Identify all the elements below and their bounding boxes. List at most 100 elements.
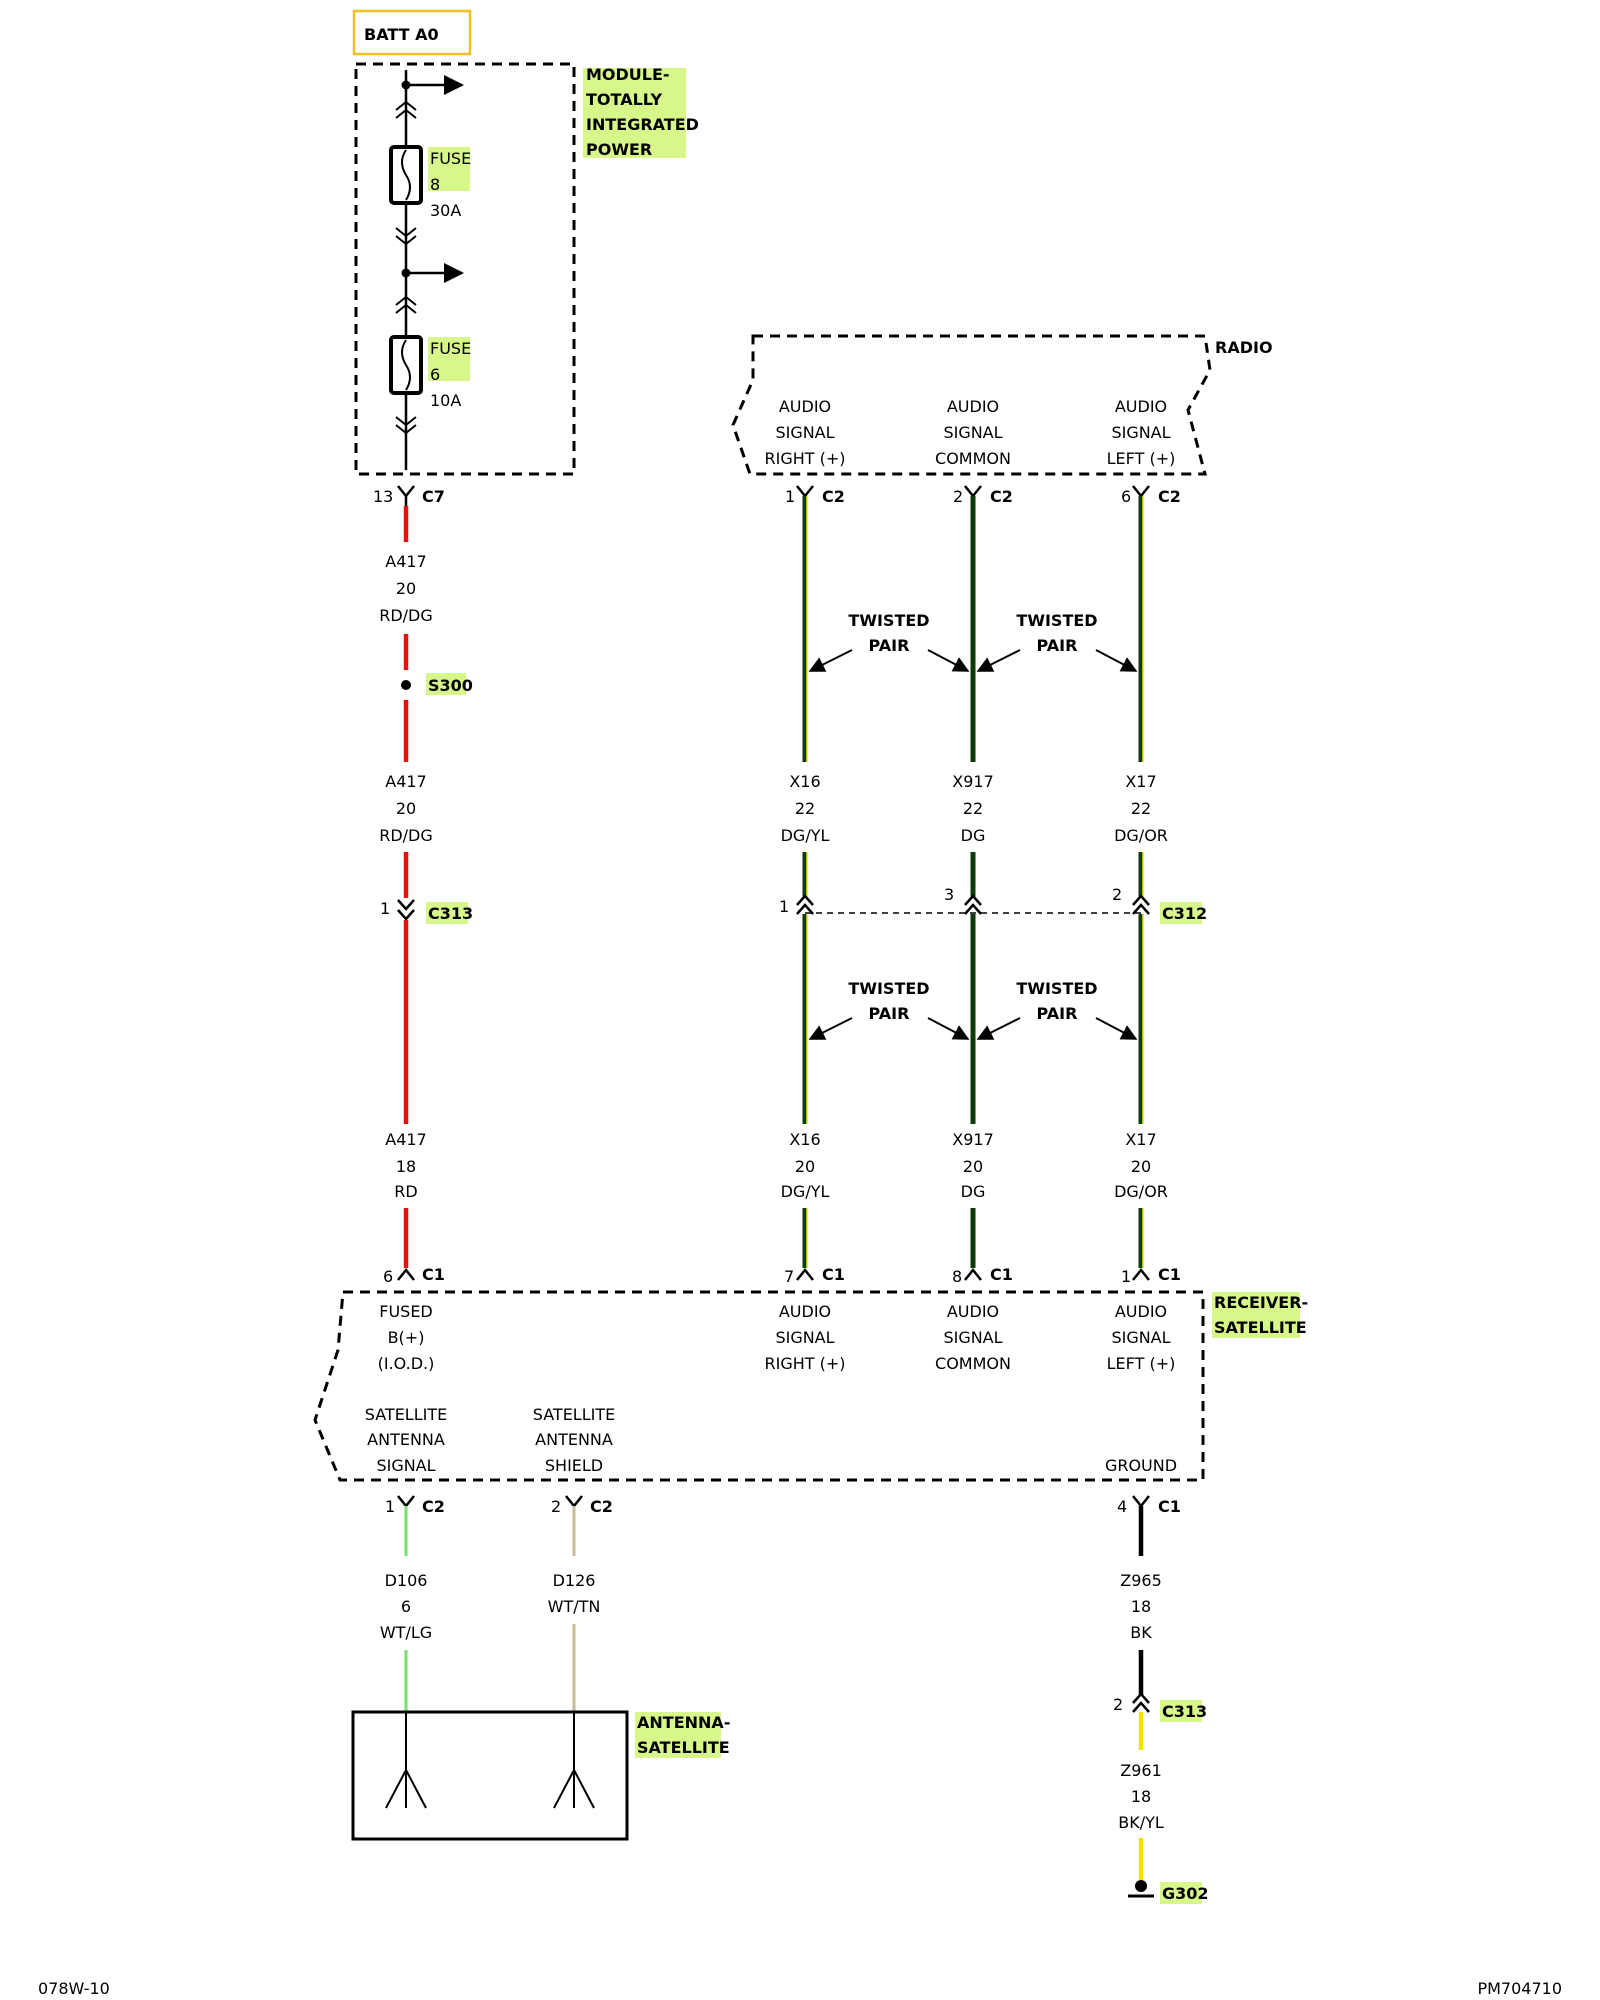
- x17-lower-circuit: X17: [1125, 1130, 1156, 1149]
- antenna-name-line2: SATELLITE: [637, 1738, 730, 1757]
- x16-upper-circuit: X16: [789, 772, 820, 791]
- twisted-pair-1b: PAIR: [869, 636, 910, 655]
- recv-c1-name2: C1: [990, 1265, 1013, 1284]
- sat-shield-l3: SHIELD: [545, 1456, 603, 1475]
- x17-lower-color: DG/OR: [1114, 1182, 1168, 1201]
- z961-color: BK/YL: [1118, 1813, 1164, 1832]
- twisted-pair-2b: PAIR: [1037, 636, 1078, 655]
- radio-pin2-line1: AUDIO: [947, 397, 999, 416]
- recv-audio-right-l3: RIGHT (+): [764, 1354, 845, 1373]
- a417-seg2-gauge: 20: [396, 799, 416, 818]
- a417-seg3-color: RD: [394, 1182, 417, 1201]
- recv-c1-pin7: 7: [784, 1267, 794, 1286]
- radio-c2-pin1: 1: [785, 487, 795, 506]
- z965-gauge: 18: [1131, 1597, 1151, 1616]
- c7-name: C7: [422, 487, 445, 506]
- c7-pin: 13: [373, 487, 393, 506]
- c312-pin2: 2: [1112, 885, 1122, 904]
- fuse8-number: 8: [430, 175, 440, 194]
- x917-lower-gauge: 20: [963, 1157, 983, 1176]
- recv-audio-left-l3: LEFT (+): [1107, 1354, 1176, 1373]
- recv-c1-name3: C1: [1158, 1265, 1181, 1284]
- a417-seg2-color: RD/DG: [379, 826, 433, 845]
- x16-upper-gauge: 22: [795, 799, 815, 818]
- fuse-8: FUSE 8 30A: [389, 100, 471, 246]
- fuse8-label: FUSE: [430, 149, 471, 168]
- radio-c2-name1: C2: [822, 487, 845, 506]
- x917-upper-gauge: 22: [963, 799, 983, 818]
- sat-signal-l1: SATELLITE: [365, 1405, 447, 1424]
- radio-c2-name2: C2: [990, 487, 1013, 506]
- receiver-name-line2: SATELLITE: [1214, 1318, 1307, 1337]
- x917-lower-color: DG: [961, 1182, 986, 1201]
- batt-label-box: BATT A0: [352, 9, 472, 56]
- c312-name: C312: [1162, 904, 1207, 923]
- x16-lower-gauge: 20: [795, 1157, 815, 1176]
- tipm-name-line4: POWER: [586, 140, 652, 159]
- twisted-pair-2a: TWISTED: [1016, 611, 1097, 630]
- antenna-satellite: ANTENNA- SATELLITE: [351, 1710, 730, 1841]
- d106-circuit: D106: [385, 1571, 428, 1590]
- antenna-sig-conn: C2: [422, 1497, 445, 1516]
- radio-c2-pin2: 2: [953, 487, 963, 506]
- antenna-shield-pin: 2: [551, 1497, 561, 1516]
- sat-signal-l2: ANTENNA: [367, 1430, 445, 1449]
- recv-ground-label: GROUND: [1105, 1456, 1177, 1475]
- x917-lower-circuit: X917: [952, 1130, 994, 1149]
- ground-g302: G302: [1162, 1884, 1209, 1903]
- radio-c2-pin3: 6: [1121, 487, 1131, 506]
- c1-pin-6: 6: [383, 1267, 393, 1286]
- radio-pin1-line3: RIGHT (+): [764, 449, 845, 468]
- c313-pin-1: 1: [380, 899, 390, 918]
- x17-upper-color: DG/OR: [1114, 826, 1168, 845]
- recv-c1-pin1: 1: [1121, 1267, 1131, 1286]
- antenna-circuits: 1 C2 2 C2 D106 6 WT/LG D126 WT/TN: [380, 1495, 613, 1712]
- fuse6-rating: 10A: [430, 391, 461, 410]
- tipm-name-line3: INTEGRATED: [586, 115, 699, 134]
- sat-shield-l1: SATELLITE: [533, 1405, 615, 1424]
- x16-lower-color: DG/YL: [781, 1182, 830, 1201]
- a417-seg1-circuit: A417: [385, 552, 426, 571]
- recv-audio-common-l3: COMMON: [935, 1354, 1011, 1373]
- x17-lower-gauge: 20: [1131, 1157, 1151, 1176]
- x16-lower-circuit: X16: [789, 1130, 820, 1149]
- fuse6-number: 6: [430, 365, 440, 384]
- z961-gauge: 18: [1131, 1787, 1151, 1806]
- a417-seg1-color: RD/DG: [379, 606, 433, 625]
- c312-pin3: 3: [944, 885, 954, 904]
- radio-pin3-line2: SIGNAL: [1111, 423, 1170, 442]
- a417-seg3-circuit: A417: [385, 1130, 426, 1149]
- tipm-module: MODULE- TOTALLY INTEGRATED POWER FUSE 8 …: [354, 62, 699, 476]
- z965-circuit: Z965: [1120, 1571, 1162, 1590]
- antenna-sig-pin: 1: [385, 1497, 395, 1516]
- receiver-satellite-module: RECEIVER- SATELLITE FUSED B(+) (I.O.D.) …: [313, 1290, 1308, 1482]
- ground-c313-name: C313: [1162, 1702, 1207, 1721]
- x917-upper-circuit: X917: [952, 772, 994, 791]
- ground-c1-name: C1: [1158, 1497, 1181, 1516]
- fused-b-line1: FUSED: [379, 1302, 433, 1321]
- d106-color: WT/LG: [380, 1623, 432, 1642]
- sat-shield-l2: ANTENNA: [535, 1430, 613, 1449]
- c1-name-power: C1: [422, 1265, 445, 1284]
- fuse8-rating: 30A: [430, 201, 461, 220]
- receiver-name-line1: RECEIVER-: [1214, 1293, 1308, 1312]
- ground-c313-pin: 2: [1113, 1695, 1123, 1714]
- radio-module: RADIO AUDIO SIGNAL RIGHT (+) AUDIO SIGNA…: [731, 334, 1273, 476]
- x16-upper-color: DG/YL: [781, 826, 830, 845]
- recv-audio-left-l1: AUDIO: [1115, 1302, 1167, 1321]
- splice-s300: S300: [428, 676, 473, 695]
- recv-audio-common-l2: SIGNAL: [943, 1328, 1002, 1347]
- radio-c2-name3: C2: [1158, 487, 1181, 506]
- batt-label: BATT A0: [364, 25, 439, 44]
- z961-circuit: Z961: [1120, 1761, 1162, 1780]
- fuse6-label: FUSE: [430, 339, 471, 358]
- power-circuit-a417: 13 C7 A417 20 RD/DG S300 A417 20 RD/DG 1…: [373, 485, 473, 1286]
- fused-b-line3: (I.O.D.): [378, 1354, 435, 1373]
- a417-seg1-gauge: 20: [396, 579, 416, 598]
- d126-circuit: D126: [553, 1571, 596, 1590]
- footer-left: 078W-10: [38, 1979, 110, 1998]
- x17-upper-circuit: X17: [1125, 772, 1156, 791]
- radio-pin3-line1: AUDIO: [1115, 397, 1167, 416]
- recv-c1-name1: C1: [822, 1265, 845, 1284]
